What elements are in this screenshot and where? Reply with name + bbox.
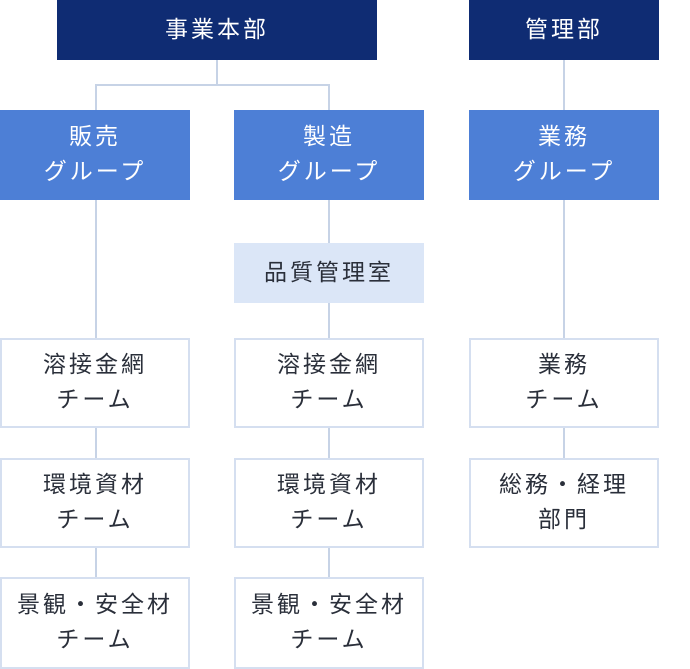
kanri-bu-box: 管理部 (469, 0, 659, 60)
connector-line (95, 84, 97, 111)
hanbai-team-box: 環境資材 チーム (0, 458, 190, 548)
seizo-team-box: 環境資材 チーム (234, 458, 424, 548)
seizo-team-box: 景観・安全材 チーム (234, 577, 424, 669)
hanbai-team-box: 溶接金網 チーム (0, 338, 190, 428)
gyomu-team-box: 業務 チーム (469, 338, 659, 428)
connector-line (95, 84, 330, 86)
connector-line (328, 200, 330, 660)
gyomu-team-box: 総務・経理 部門 (469, 458, 659, 548)
connector-line (216, 60, 218, 85)
connector-line (563, 60, 565, 110)
jigyo-honbu-box: 事業本部 (57, 0, 377, 60)
hanbai-team-box: 景観・安全材 チーム (0, 577, 190, 669)
seizo-group-box: 製造 グループ (234, 110, 424, 200)
hanbai-group-box: 販売 グループ (0, 110, 190, 200)
connector-line (95, 200, 97, 660)
hinshitsu-kanri-box: 品質管理室 (234, 243, 424, 303)
gyomu-group-box: 業務 グループ (469, 110, 659, 200)
connector-line (328, 84, 330, 111)
seizo-team-box: 溶接金網 チーム (234, 338, 424, 428)
